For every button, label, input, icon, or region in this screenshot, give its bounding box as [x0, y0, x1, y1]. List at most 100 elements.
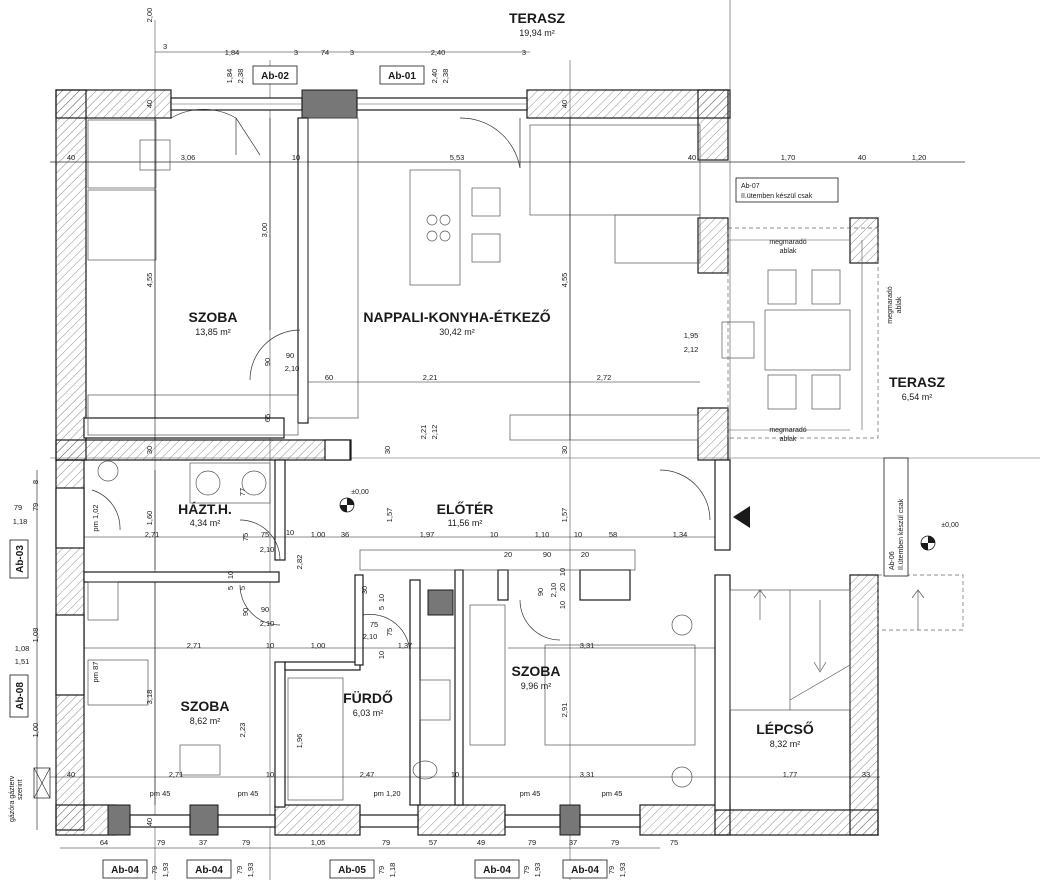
tag-ab-05: Ab-05 — [338, 865, 366, 876]
window-note-top-1: megmaradó — [769, 239, 806, 246]
tag-ab-02: Ab-02 — [261, 71, 289, 82]
dimension-lines — [36, 51, 965, 849]
dim-text: 1,97 — [420, 530, 435, 539]
dim-text: 1,84 — [225, 69, 234, 84]
dim-text: 49 — [477, 838, 485, 847]
dim-text: 5 — [377, 606, 386, 610]
dim-text: 75 — [370, 620, 378, 629]
dim-text: 58 — [609, 530, 617, 539]
dim-text: 1,37 — [398, 641, 413, 650]
dim-text: 2,40 — [431, 48, 446, 57]
columns — [107, 89, 581, 836]
dim-text: 30 — [560, 446, 569, 454]
tag-ab-04-4: Ab-04 — [571, 865, 599, 876]
dim-text: pm 87 — [91, 662, 100, 683]
dim-text: 2,72 — [597, 373, 612, 382]
dim-text: 1,84 — [225, 48, 240, 57]
room-area-nappali: 30,42 m² — [439, 327, 475, 337]
entrance-arrow-icon — [733, 506, 750, 528]
dim-text: 2,00 — [145, 8, 154, 23]
dim-text: 5 — [226, 586, 235, 590]
dim-text: 1,08 — [31, 628, 40, 643]
furniture — [87, 117, 851, 801]
dim-text: 79 — [235, 866, 244, 874]
dim-text: 2,21 — [423, 373, 438, 382]
dim-text: 33 — [862, 770, 870, 779]
dim-text: 1,20 — [912, 153, 927, 162]
room-name-terasz-top: TERASZ — [509, 10, 565, 26]
dim-text: pm 45 — [238, 789, 259, 798]
dim-text: 3,18 — [145, 690, 154, 705]
exterior-walls — [55, 89, 879, 836]
dim-text: 37 — [569, 838, 577, 847]
dim-text: 10 — [558, 568, 567, 576]
dim-text: pm 1,20 — [373, 789, 400, 798]
dim-text: 79 — [31, 503, 40, 511]
dim-text: 90 — [536, 588, 545, 596]
room-name-nappali: NAPPALI-KONYHA-ÉTKEZŐ — [363, 308, 550, 325]
staircase — [729, 506, 964, 711]
dim-text: 1,77 — [783, 770, 798, 779]
dim-text: 3 — [522, 48, 526, 57]
dim-text: 10 — [286, 528, 294, 537]
dim-text: 2,10 — [549, 583, 558, 598]
dim-text: 10 — [292, 153, 300, 162]
room-name-haztartasi: HÁZT.H. — [178, 501, 232, 517]
tag-ab-04-3: Ab-04 — [483, 865, 511, 876]
element-tags: Ab-02 Ab-01 Ab-03 Ab-08 Ab-04 Ab-04 Ab-0… — [9, 65, 909, 879]
room-area-furdo: 6,03 m² — [353, 708, 384, 718]
dim-text: 90 — [543, 550, 551, 559]
room-area-szoba-2: 8,62 m² — [190, 716, 221, 726]
dim-text: 1,57 — [560, 508, 569, 523]
dim-text: 79 — [150, 866, 159, 874]
dim-text: 2,91 — [560, 703, 569, 718]
dim-text: 20 — [581, 550, 589, 559]
dim-text: 74 — [321, 48, 329, 57]
ab06-title: Ab-06 — [889, 551, 896, 570]
dim-text: 2,12 — [684, 345, 699, 354]
plan-notes: megmaradó ablak megmaradó ablak megmarad… — [9, 239, 959, 822]
gazora-note-2: szerint — [17, 779, 24, 800]
dim-text: 79 — [607, 866, 616, 874]
dim-text: 5 — [238, 586, 247, 590]
dim-text: 1,51 — [15, 657, 30, 666]
dim-text: 2,38 — [441, 69, 450, 84]
dim-text: 79 — [157, 838, 165, 847]
dim-text: 10 — [451, 770, 459, 779]
dim-text: 40 — [67, 153, 75, 162]
dim-text: 79 — [377, 866, 386, 874]
dim-text: 10 — [226, 571, 235, 579]
dim-text: 1,93 — [246, 863, 255, 878]
room-name-szoba-3: SZOBA — [512, 663, 561, 679]
dim-text: 2,71 — [169, 770, 184, 779]
dim-text: 1,93 — [618, 863, 627, 878]
room-area-haztartasi: 4,34 m² — [190, 518, 221, 528]
dim-text: 2,12 — [430, 425, 439, 440]
level-note-eloter: ±0,00 — [351, 489, 369, 496]
room-area-terasz-top: 19,94 m² — [519, 28, 555, 38]
room-name-eloter: ELŐTÉR — [437, 500, 494, 517]
dim-text: 1,57 — [385, 508, 394, 523]
dim-text: 1,93 — [533, 863, 542, 878]
dim-text: 1,96 — [295, 734, 304, 749]
level-note-terasz: ±0,00 — [941, 522, 959, 529]
dim-text: pm 45 — [520, 789, 541, 798]
dim-text: 77 — [238, 488, 247, 496]
room-name-szoba-2: SZOBA — [181, 698, 230, 714]
tag-ab-03: Ab-03 — [15, 545, 26, 573]
dim-text: 30 — [145, 446, 154, 454]
dim-text: 30 — [360, 586, 369, 594]
room-labels: TERASZ 19,94 m² SZOBA 13,85 m² NAPPALI-K… — [178, 10, 945, 749]
dim-text: 10 — [558, 601, 567, 609]
level-markers — [339, 497, 936, 551]
dim-text: 1,93 — [161, 863, 170, 878]
dim-text: 1,18 — [13, 517, 28, 526]
dim-text: pm 1,02 — [91, 504, 100, 531]
window-note-right-2: ablak — [896, 296, 903, 313]
dim-text: 10 — [377, 594, 386, 602]
window-note-right-1: megmaradó — [887, 286, 894, 323]
dim-text: 40 — [560, 100, 569, 108]
right-terrace-outline — [727, 227, 879, 439]
